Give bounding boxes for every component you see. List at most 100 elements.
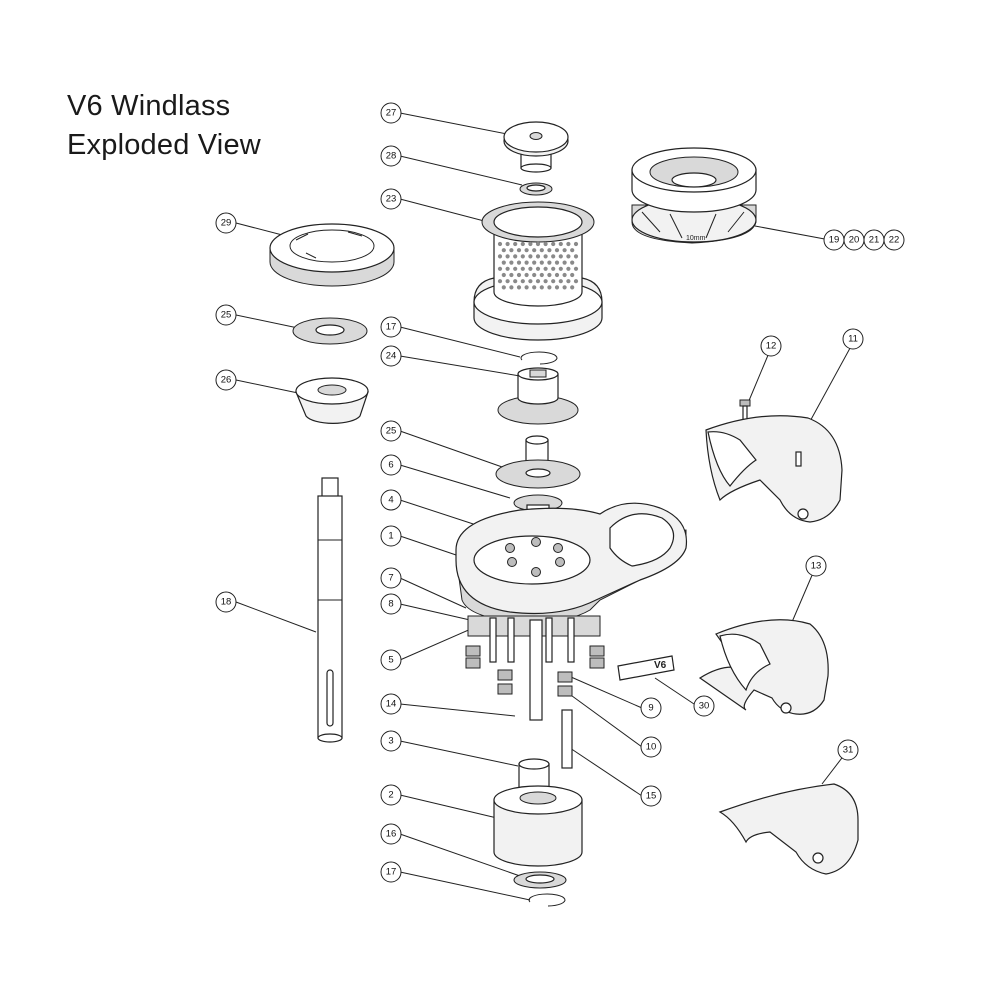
callout-9: 9 [640, 697, 662, 719]
mesh-hole [539, 248, 544, 253]
mesh-hole [520, 241, 525, 247]
svg-text:19: 19 [829, 235, 840, 246]
mesh-hole [513, 279, 518, 284]
mesh-hole [570, 272, 575, 278]
part-19-22-gypsy: 10mm [631, 147, 757, 244]
mesh-hole [516, 260, 522, 265]
callout-25-center: 25 [380, 420, 402, 442]
mesh-hole [516, 285, 522, 290]
mesh-hole [543, 241, 548, 247]
mesh-hole [509, 248, 514, 253]
mesh-hole [505, 241, 510, 247]
mesh-hole [505, 254, 510, 259]
callout-19: 19 [823, 229, 845, 251]
svg-text:27: 27 [386, 108, 397, 119]
callout-27: 27 [380, 102, 402, 124]
callout-13: 13 [805, 555, 827, 577]
mesh-hole [539, 272, 544, 278]
callout-1: 1 [380, 525, 402, 547]
svg-text:21: 21 [869, 235, 880, 246]
svg-text:13: 13 [811, 561, 822, 572]
callout-31: 31 [837, 739, 859, 761]
mesh-hole [501, 272, 506, 278]
mesh-hole [505, 279, 510, 284]
mesh-hole [562, 248, 567, 253]
callout-18: 18 [215, 591, 237, 613]
svg-text:23: 23 [386, 194, 397, 205]
mesh-hole [524, 272, 529, 278]
svg-text:17: 17 [386, 867, 397, 878]
callout-24: 24 [380, 345, 402, 367]
mesh-hole [505, 266, 510, 271]
mesh-hole [524, 248, 529, 253]
callout-17-top: 17 [380, 316, 402, 338]
part-17-circlip-top [520, 351, 558, 365]
mesh-hole [497, 241, 503, 247]
callout-12: 12 [760, 335, 782, 357]
part-15-key [561, 709, 573, 769]
part-1-main-housing [455, 502, 688, 623]
part-18-long-shaft [317, 477, 343, 743]
svg-text:2: 2 [388, 790, 393, 801]
svg-text:11: 11 [848, 334, 858, 345]
mesh-hole [570, 248, 575, 253]
callout-5: 5 [380, 649, 402, 671]
mesh-hole [554, 248, 560, 253]
mesh-hole [551, 279, 556, 284]
mesh-hole [497, 279, 503, 284]
mesh-hole [528, 241, 533, 247]
callout-16: 16 [380, 823, 402, 845]
part-29-cover [269, 223, 395, 287]
mesh-hole [535, 279, 541, 284]
mesh-hole [509, 285, 514, 290]
mesh-hole [558, 279, 563, 284]
callout-4: 4 [380, 489, 402, 511]
mesh-hole [497, 266, 503, 271]
callout-10: 10 [640, 736, 662, 758]
callout-20: 20 [843, 229, 865, 251]
mesh-hole [516, 272, 522, 278]
mesh-hole [535, 254, 541, 259]
part-30-badge: V6 [617, 655, 675, 681]
svg-text:25: 25 [386, 426, 397, 437]
diagram-title-line-2: Exploded View [67, 129, 261, 161]
part-31-cover [718, 783, 859, 875]
mesh-hole [558, 241, 563, 247]
mesh-hole [509, 260, 514, 265]
svg-text:20: 20 [849, 235, 860, 246]
callout-3: 3 [380, 730, 402, 752]
part-5-7-8-studs-plate [467, 615, 601, 721]
svg-text:25: 25 [221, 310, 232, 321]
part-9-10-nuts [465, 645, 605, 697]
part-27-top-cap [503, 121, 569, 173]
callout-30: 30 [693, 695, 715, 717]
part-13-cover [698, 619, 829, 715]
mesh-hole [501, 285, 506, 290]
mesh-hole [528, 279, 533, 284]
mesh-hole [570, 260, 575, 265]
gypsy-size-text: 10mm [686, 235, 706, 242]
svg-text:24: 24 [386, 351, 397, 362]
mesh-hole [528, 254, 533, 259]
mesh-hole [532, 285, 537, 290]
mesh-hole [566, 279, 571, 284]
callout-6: 6 [380, 454, 402, 476]
svg-text:26: 26 [221, 375, 232, 386]
mesh-hole [543, 266, 548, 271]
svg-text:31: 31 [843, 745, 854, 756]
mesh-hole [547, 285, 552, 290]
mesh-hole [543, 279, 548, 284]
mesh-hole [554, 272, 560, 278]
mesh-hole [573, 254, 579, 259]
mesh-hole [543, 254, 548, 259]
svg-text:22: 22 [889, 235, 900, 246]
svg-text:6: 6 [388, 460, 393, 471]
svg-text:30: 30 [699, 701, 710, 712]
mesh-hole [535, 241, 541, 247]
diagram-title-line-1: V6 Windlass [67, 90, 231, 122]
part-11-cover [705, 415, 843, 523]
mesh-hole [562, 260, 567, 265]
callout-14: 14 [380, 693, 402, 715]
mesh-hole [566, 254, 571, 259]
part-26-clutch-cone [295, 377, 369, 424]
